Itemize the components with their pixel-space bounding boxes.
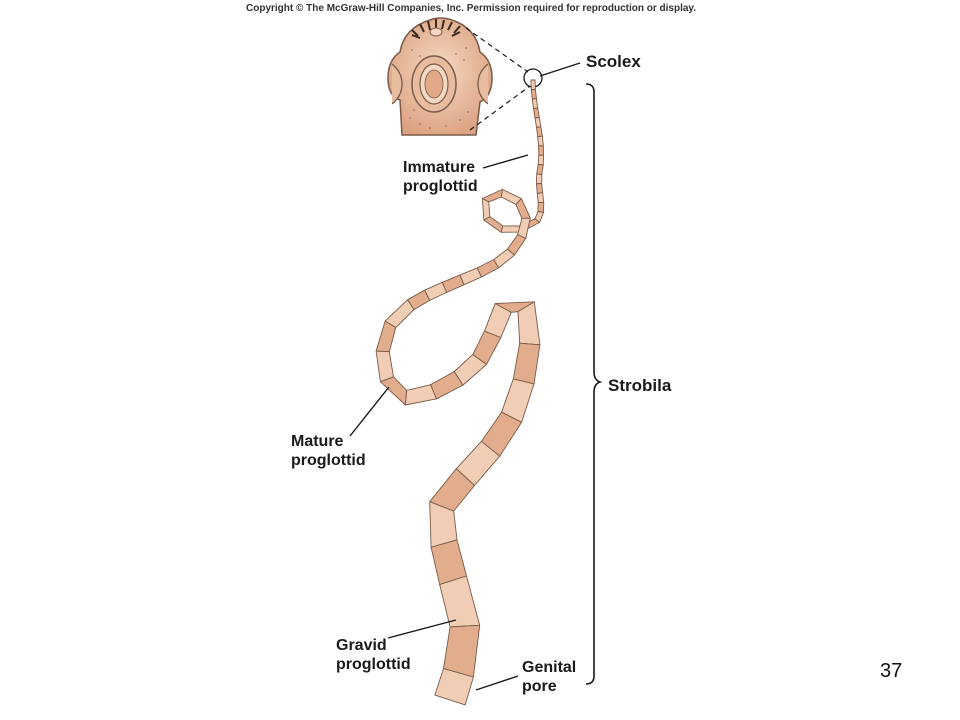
proglottid-segment <box>535 183 544 194</box>
immature-label-line2: proglottid <box>403 178 478 195</box>
strobila-label: Strobila <box>608 376 672 395</box>
immature-leader <box>482 154 529 169</box>
leader-lines <box>349 62 581 691</box>
proglottid-segment <box>534 116 542 128</box>
proglottid-segment <box>512 342 541 385</box>
genital-pore-label: Genital pore <box>522 658 576 696</box>
proglottid-segment <box>533 107 540 119</box>
genital-pore-leader <box>475 675 519 691</box>
strobila-bracket <box>585 83 603 685</box>
proglottid-segment <box>375 350 394 383</box>
proglottid-segment <box>538 145 545 156</box>
zoom-lines <box>465 27 531 131</box>
mature-proglottid-label: Mature proglottid <box>291 432 366 470</box>
mature-label-line2: proglottid <box>291 452 366 469</box>
proglottid-segment <box>443 624 481 678</box>
immature-proglottid-label: Immature proglottid <box>403 158 478 196</box>
proglottid-segment <box>536 192 545 204</box>
proglottid-segment <box>536 164 544 175</box>
copyright-notice: Copyright © The McGraw-Hill Companies, I… <box>246 3 697 14</box>
proglottid-segment <box>530 88 537 100</box>
proglottid-segment <box>530 79 536 91</box>
gravid-proglottid-label: Gravid proglottid <box>336 636 411 674</box>
proglottid-segment <box>483 216 504 233</box>
scolex-leader <box>539 62 581 77</box>
mature-leader <box>349 386 390 437</box>
genital-label-line1: Genital <box>522 659 577 676</box>
proglottid-segment <box>481 188 503 203</box>
proglottid-segment <box>537 154 545 166</box>
proglottid-segment <box>515 198 531 219</box>
proglottid-segment <box>537 135 544 147</box>
gravid-label-line2: proglottid <box>336 656 411 673</box>
proglottid-segment <box>434 668 474 706</box>
gravid-label-line1: Gravid <box>336 637 387 654</box>
genital-label-line2: pore <box>522 678 557 695</box>
proglottid-segment <box>439 575 481 628</box>
strobila-body <box>375 79 545 706</box>
page-number: 37 <box>880 660 903 682</box>
gravid-leader <box>387 619 457 639</box>
proglottid-segment <box>379 376 408 406</box>
proglottid-segment <box>535 173 543 185</box>
proglottid-segment <box>537 201 545 213</box>
proglottid-segment <box>536 126 543 138</box>
scolex-label: Scolex <box>586 52 641 71</box>
proglottid-segment <box>375 320 397 353</box>
proglottid-segment <box>531 98 539 110</box>
scolex-enlarged-view <box>387 17 493 136</box>
mature-label-line1: Mature <box>291 433 344 450</box>
immature-label-line1: Immature <box>403 159 476 176</box>
